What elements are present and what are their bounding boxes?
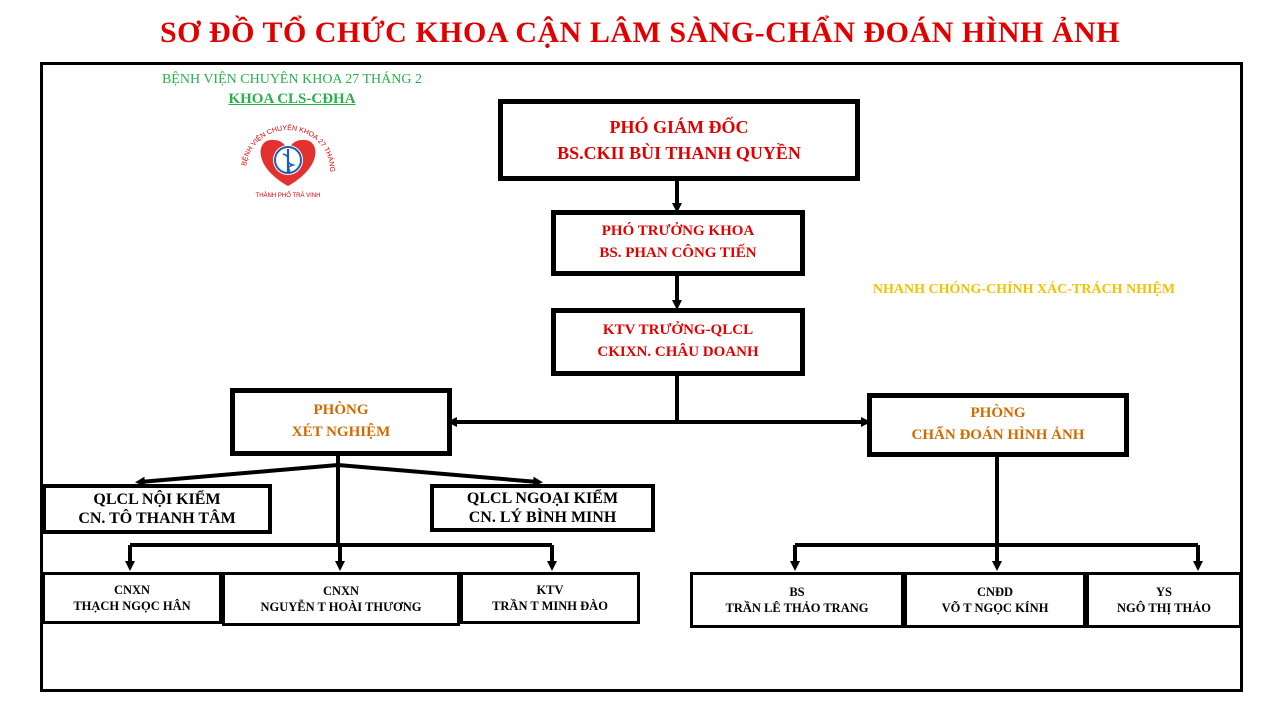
deputy-director-box: PHÓ GIÁM ĐỐC BS.CKII BÙI THANH QUYỀN [498,99,860,181]
imaging-line1: PHÒNG [970,405,1026,422]
hospital-name: BỆNH VIỆN CHUYÊN KHOA 27 THÁNG 2 [161,72,423,87]
staff-title: KTV [536,582,564,597]
deputy-director-name: BS.CKII BÙI THANH QUYỀN [557,143,801,163]
deputy-head-role: PHÓ TRƯỞNG KHOA [601,223,755,240]
staff-title: CNĐD [976,584,1014,599]
staff-title: CNXN [322,583,360,598]
staff-name: NGUYỄN T HOÀI THƯƠNG [260,600,422,614]
qc-internal-box: QLCL NỘI KIỂM CN. TÔ THANH TÂM [42,484,272,534]
staff-box: CNĐD VÕ T NGỌC KÍNH [904,572,1086,628]
staff-box: CNXN THẠCH NGỌC HÂN [42,572,222,624]
department-name: KHOA CLS-CĐHA [228,91,356,107]
staff-name: THẠCH NGỌC HÂN [73,599,191,613]
chart-frame [40,62,1243,692]
ktv-head-box: KTV TRƯỞNG-QLCL CKIXN. CHÂU DOANH [551,308,805,376]
ktv-head-role: KTV TRƯỞNG-QLCL [602,322,754,339]
deputy-head-box: PHÓ TRƯỞNG KHOA BS. PHAN CÔNG TIẾN [551,210,805,276]
staff-title: BS [789,584,805,599]
lab-department-box: PHÒNG XÉT NGHIỆM [230,388,452,456]
deputy-head-name: BS. PHAN CÔNG TIẾN [599,245,757,261]
hospital-logo: BỆNH VIỆN CHUYÊN KHOA 27 THÁNG 2 THÀNH P… [232,118,336,199]
staff-title: YS [1156,584,1172,599]
qc-internal-name: CN. TÔ THANH TÂM [78,510,236,527]
logo-bottom-text: THÀNH PHỐ TRÀ VINH [256,192,321,199]
qc-external-name: CN. LÝ BÌNH MINH [468,509,617,526]
staff-name: TRẦN T MINH ĐÀO [492,599,608,613]
staff-box: YS NGÔ THỊ THẢO [1086,572,1242,628]
staff-title: CNXN [113,582,151,597]
staff-name: NGÔ THỊ THẢO [1116,601,1211,615]
staff-name: TRẦN LÊ THẢO TRANG [725,601,869,615]
qc-external-role: QLCL NGOẠI KIỂM [466,489,619,507]
page-title: SƠ ĐỒ TỔ CHỨC KHOA CẬN LÂM SÀNG-CHẨN ĐOÁ… [159,16,1121,49]
qc-internal-role: QLCL NỘI KIỂM [93,490,221,508]
staff-box: BS TRẦN LÊ THẢO TRANG [690,572,904,628]
imaging-department-box: PHÒNG CHẨN ĐOÁN HÌNH ẢNH [867,393,1129,457]
deputy-director-role: PHÓ GIÁM ĐỐC [609,116,749,137]
staff-box: CNXN NGUYỄN T HOÀI THƯƠNG [222,572,460,626]
staff-name: VÕ T NGỌC KÍNH [941,601,1049,615]
imaging-line2: CHẨN ĐOÁN HÌNH ẢNH [911,427,1085,443]
lab-line1: PHÒNG [313,402,369,419]
ktv-head-name: CKIXN. CHÂU DOANH [597,344,759,360]
staff-box: KTV TRẦN T MINH ĐÀO [460,572,640,624]
slogan: NHANH CHÓNG-CHÍNH XÁC-TRÁCH NHIỆM [872,282,1176,297]
qc-external-box: QLCL NGOẠI KIỂM CN. LÝ BÌNH MINH [430,484,655,532]
lab-line2: XÉT NGHIỆM [291,424,391,440]
